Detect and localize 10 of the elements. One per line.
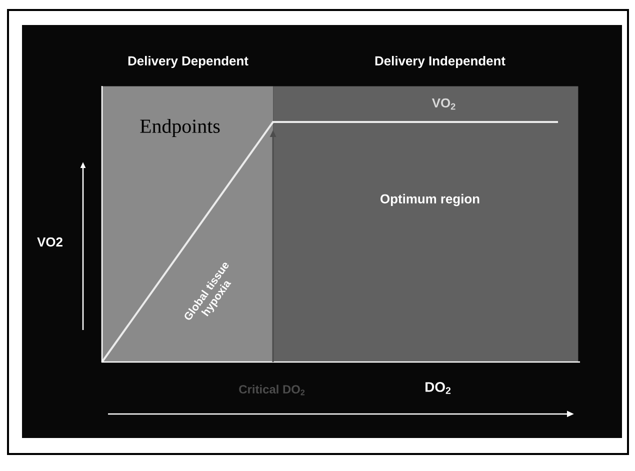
axis-label: Critical DO$_{2}$: [239, 384, 305, 396]
heading: Delivery Dependent: [128, 56, 248, 68]
region-panel: [102, 86, 274, 362]
region-label: Optimum region: [380, 194, 480, 206]
axis-label: VO2: [37, 237, 62, 247]
axis-label: DO$_{2}$: [426, 382, 451, 394]
heading: Delivery Independent: [375, 56, 506, 68]
region-panel: [273, 86, 578, 362]
region-label: Endpoints: [140, 118, 220, 138]
curve-label: VO$_{2}$: [432, 98, 456, 110]
